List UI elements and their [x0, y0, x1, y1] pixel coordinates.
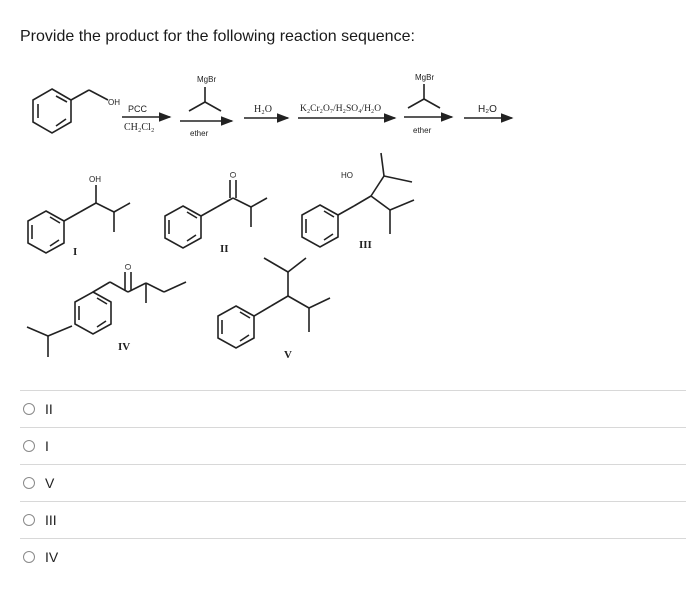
structure-label-IV: IV	[118, 341, 130, 353]
structure-V	[217, 257, 331, 349]
o-label-II: O	[229, 172, 238, 178]
radio-button[interactable]	[23, 514, 35, 526]
option-IV[interactable]: IV	[20, 538, 686, 575]
ch2cl2-label: CH₂Cl₂	[124, 122, 154, 133]
structure-II	[164, 180, 268, 249]
structure-IV	[26, 272, 187, 357]
option-label: V	[45, 475, 55, 491]
h2o-label-1: H₂O	[254, 104, 272, 115]
pcc-label: PCC	[128, 104, 148, 114]
structure-label-III: III	[359, 239, 372, 251]
option-I[interactable]: I	[20, 427, 686, 464]
structure-label-I: I	[73, 246, 77, 258]
option-label: III	[45, 512, 57, 528]
option-V[interactable]: V	[20, 464, 686, 501]
ether-label-2: ether	[413, 126, 432, 135]
ether-label-1: ether	[190, 129, 209, 138]
structure-label-II: II	[220, 243, 229, 255]
ho-label-III: HO	[341, 171, 353, 180]
mgbr-label-1: MgBr	[197, 75, 216, 84]
option-II[interactable]: II	[20, 390, 686, 427]
reaction-scheme: OH PCC CH₂Cl₂ MgBr ether H₂O K₂Cr₂O₇/H₂S…	[26, 73, 514, 361]
question-text: Provide the product for the following re…	[20, 28, 415, 45]
radio-button[interactable]	[23, 403, 35, 415]
radio-button[interactable]	[23, 440, 35, 452]
oh-label: OH	[108, 98, 120, 107]
structure-I	[27, 185, 131, 254]
h2o-label-2: H₂O	[478, 104, 497, 115]
starting-material-structure	[32, 88, 109, 134]
option-label: IV	[45, 549, 59, 565]
isopropyl-mgbr-1	[188, 87, 222, 112]
option-III[interactable]: III	[20, 501, 686, 538]
radio-button[interactable]	[23, 551, 35, 563]
oh-label-I: OH	[89, 175, 101, 184]
option-label: II	[45, 401, 53, 417]
isopropyl-mgbr-2	[407, 84, 441, 109]
dichromate-label: K₂Cr₂O₇/H₂SO₄/H₂O	[300, 104, 381, 114]
structure-III	[301, 152, 415, 248]
o-label-IV: O	[124, 264, 133, 270]
radio-button[interactable]	[23, 477, 35, 489]
option-label: I	[45, 438, 49, 454]
structure-label-V: V	[284, 349, 292, 361]
mgbr-label-2: MgBr	[415, 73, 434, 82]
